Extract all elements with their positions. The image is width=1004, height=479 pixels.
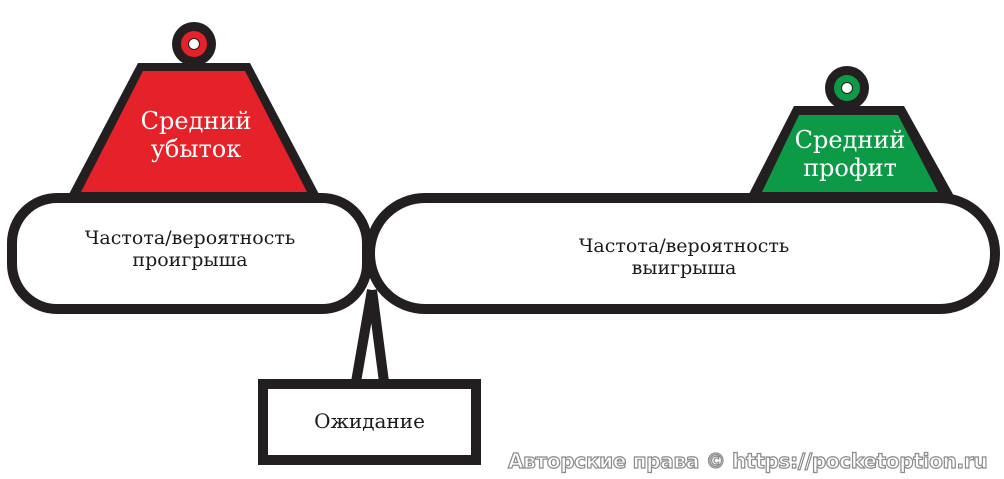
left-weight-label: Средний убыток [118, 107, 274, 163]
expectation-box-shape [258, 379, 481, 465]
left-pan-label: Частота/вероятность проигрыша [40, 227, 340, 272]
copyright-watermark: Авторские права © https://pocketoption.r… [507, 448, 988, 473]
left-pan-line1: Частота/вероятность [84, 227, 296, 249]
expectation-label: Ожидание [314, 409, 425, 433]
right-pan-line1: Частота/вероятность [578, 235, 790, 257]
left-weight-line1: Средний [140, 107, 252, 135]
right-weight-ring-icon [825, 66, 869, 110]
right-pan-shape [365, 193, 1000, 314]
left-weight-ring-icon [172, 22, 216, 66]
right-weight-line2: профит [803, 153, 897, 182]
stand-legs [351, 289, 389, 383]
right-weight-line1: Средний [794, 126, 906, 154]
right-pan-line2: выигрыша [631, 256, 737, 279]
left-pan-line2: проигрыша [132, 248, 248, 271]
right-weight-label: Средний профит [772, 126, 928, 182]
left-weight-line2: убыток [150, 134, 242, 163]
right-pan-label: Частота/вероятность выигрыша [534, 235, 834, 280]
